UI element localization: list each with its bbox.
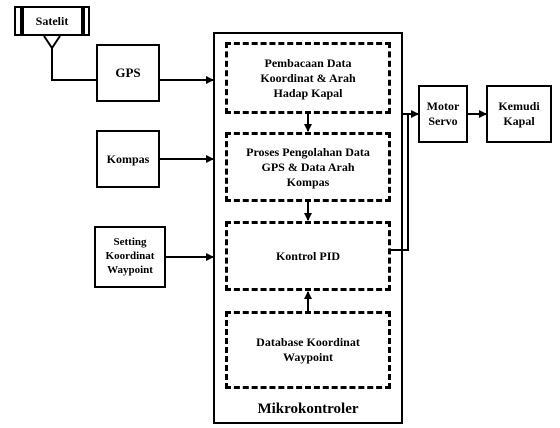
satellite-box: Satelit [14, 6, 90, 36]
compass-box: Kompas [96, 130, 160, 188]
gps-label: GPS [115, 64, 141, 80]
process-data-block: Proses Pengolahan Data GPS & Data Arah K… [225, 132, 391, 202]
motor-servo-label: Motor Servo [426, 99, 460, 128]
satellite-panel-right [81, 6, 85, 36]
waypoint-database-block: Database Koordinat Waypoint [225, 311, 391, 389]
microcontroller-title: Mikrokontroler [257, 401, 359, 417]
satellite-panel-left [20, 6, 24, 36]
pid-control-block: Kontrol PID [225, 221, 391, 291]
antenna-icon [43, 35, 96, 81]
setting-waypoint-box: Setting Koordinat Waypoint [94, 226, 166, 288]
rudder-box: Kemudi Kapal [486, 85, 552, 143]
pid-control-label: Kontrol PID [275, 248, 341, 263]
satellite-label: Satelit [35, 13, 69, 28]
read-data-block: Pembacaan Data Koordinat & Arah Hadap Ka… [225, 42, 391, 114]
waypoint-database-label: Database Koordinat Waypoint [256, 335, 360, 364]
motor-servo-box: Motor Servo [418, 85, 468, 143]
read-data-label: Pembacaan Data Koordinat & Arah Hadap Ka… [260, 55, 356, 100]
rudder-label: Kemudi Kapal [498, 99, 540, 128]
process-data-label: Proses Pengolahan Data GPS & Data Arah K… [246, 144, 370, 189]
gps-box: GPS [96, 44, 160, 102]
setting-waypoint-label: Setting Koordinat Waypoint [105, 236, 155, 276]
compass-label: Kompas [106, 151, 150, 166]
